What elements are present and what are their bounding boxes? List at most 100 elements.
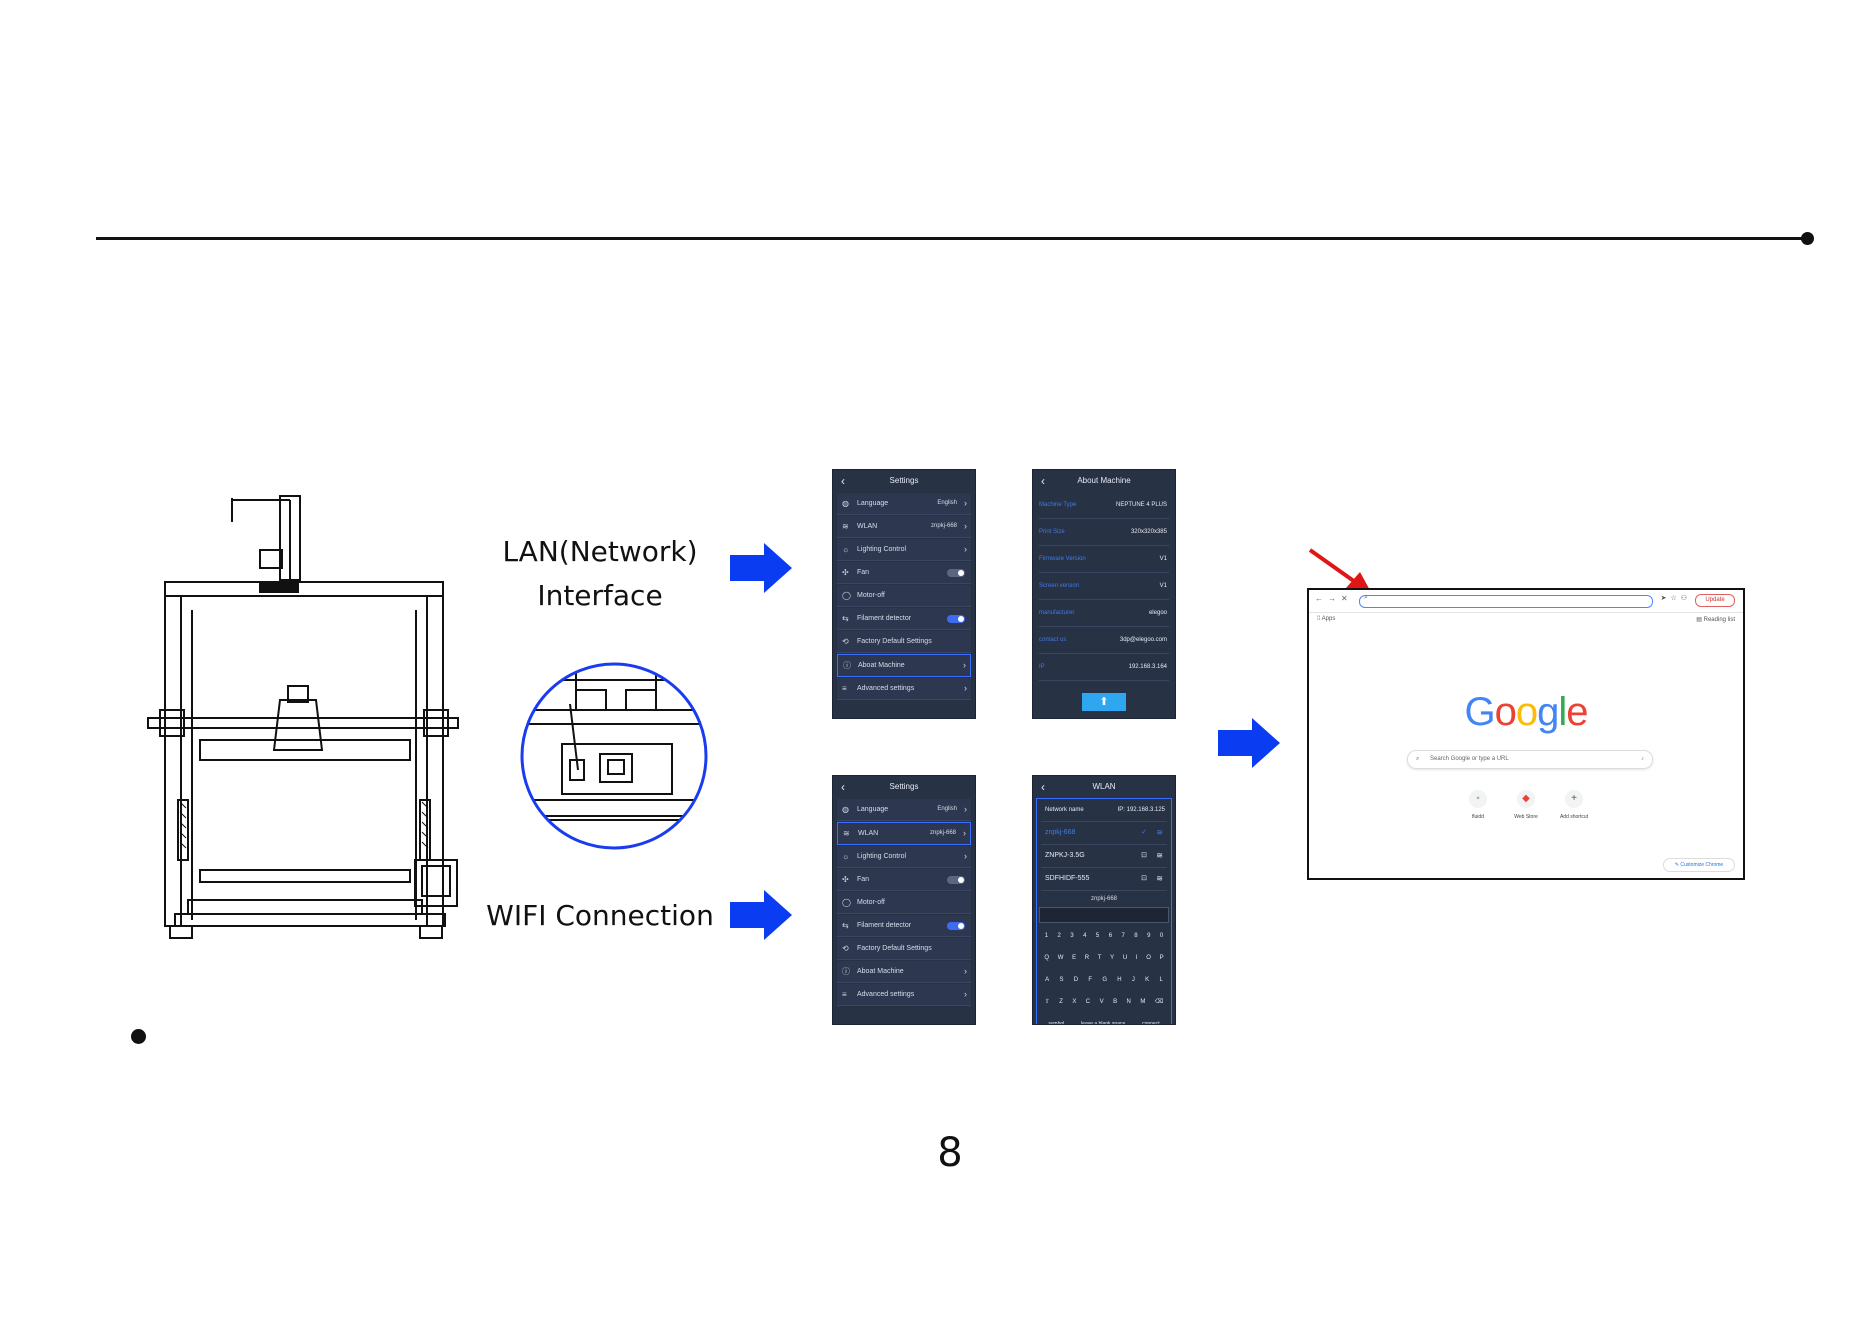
shortcut-add[interactable]: +Add shortcut — [1549, 790, 1599, 820]
chevron-right-icon: › — [963, 828, 966, 838]
setting-motor-off[interactable]: ◯Motor-off — [837, 892, 971, 914]
bulb-icon: ☼ — [842, 545, 850, 554]
lan-label-line2: Interface — [537, 579, 663, 612]
filament-toggle[interactable] — [947, 615, 965, 623]
wlan-panel: ‹ WLAN Network name IP: 192.168.3.125 zn… — [1032, 775, 1176, 1025]
back-icon[interactable]: ‹ — [841, 780, 845, 794]
wifi-icon: ≋ — [843, 829, 850, 838]
plus-icon: + — [1565, 790, 1583, 808]
fluidd-icon: ◦ — [1469, 790, 1487, 808]
setting-lighting[interactable]: ☼Lighting Control› — [837, 539, 971, 561]
wlan-network-item[interactable]: znpkj-668✓≋ — [1041, 822, 1167, 845]
fan-toggle[interactable] — [947, 569, 965, 577]
password-input[interactable] — [1039, 907, 1169, 923]
chevron-right-icon: › — [964, 851, 967, 861]
setting-factory-default[interactable]: ⟲Factory Default Settings — [837, 938, 971, 960]
setting-factory-default[interactable]: ⟲Factory Default Settings — [837, 631, 971, 653]
google-search-box[interactable]: ⌕ Search Google or type a URL ♪ — [1407, 750, 1653, 769]
setting-fan[interactable]: ✣Fan — [837, 869, 971, 891]
upload-icon: ⬆ — [1099, 696, 1109, 708]
update-button[interactable]: Update — [1695, 594, 1735, 607]
wlan-title: WLAN — [1092, 782, 1116, 791]
wlan-list-box: Network name IP: 192.168.3.125 znpkj-668… — [1036, 798, 1172, 1024]
chevron-right-icon: › — [964, 521, 967, 531]
page-number: 8 — [937, 1130, 963, 1176]
about-header: ‹ About Machine — [1033, 470, 1175, 492]
settings-header: ‹ Settings — [833, 470, 975, 492]
sliders-icon: ≡ — [842, 684, 847, 693]
setting-advanced[interactable]: ≡Advanced settings› — [837, 984, 971, 1006]
search-icon: ⌕ — [1416, 756, 1420, 762]
back-icon[interactable]: ‹ — [841, 474, 845, 488]
back-icon[interactable]: ‹ — [1041, 474, 1045, 488]
pencil-icon: ✎ — [1674, 862, 1681, 868]
info-icon: ⓘ — [843, 661, 851, 670]
nav-buttons-icon[interactable]: ←→✕ — [1315, 594, 1353, 603]
lock-icon: ⊡ — [1141, 875, 1147, 882]
globe-icon: ◍ — [842, 805, 849, 814]
lan-label-line1: LAN(Network) — [502, 535, 698, 568]
back-icon[interactable]: ‹ — [1041, 780, 1045, 794]
chevron-right-icon: › — [963, 660, 966, 670]
filament-icon: ⇆ — [842, 614, 849, 623]
lan-label: LAN(Network) Interface — [480, 530, 720, 618]
reset-icon: ⟲ — [842, 637, 849, 646]
reading-list-link[interactable]: ▤ Reading list — [1696, 617, 1735, 623]
setting-lighting[interactable]: ☼Lighting Control› — [837, 846, 971, 868]
apps-link[interactable]: ⁞⁞ Apps — [1317, 616, 1336, 622]
bullet-point — [131, 1029, 146, 1044]
wlan-network-item[interactable]: ZNPKJ-3.5G⊡≋ — [1041, 845, 1167, 868]
fan-icon: ✣ — [842, 568, 849, 577]
fan-icon: ✣ — [842, 875, 849, 884]
chevron-right-icon: › — [964, 966, 967, 976]
settings-title: Settings — [889, 476, 919, 485]
lock-icon: ⊡ — [1141, 852, 1147, 859]
lan-port-zoom — [520, 662, 708, 850]
backspace-icon[interactable]: ⌫ — [1154, 999, 1164, 1005]
info-icon: ⓘ — [842, 967, 850, 976]
bulb-icon: ☼ — [842, 852, 850, 861]
wifi-icon: ≋ — [1156, 851, 1163, 860]
upload-button[interactable]: ⬆ — [1082, 693, 1126, 711]
check-icon: ✓ — [1141, 829, 1147, 836]
setting-filament-detector[interactable]: ⇆Filament detector — [837, 608, 971, 630]
browser-toolbar: ←→✕ ⌕ ➤☆⚇ Update — [1309, 590, 1743, 613]
toolbar-icons[interactable]: ➤☆⚇ — [1660, 595, 1691, 602]
customize-chrome-button[interactable]: ✎ Customize Chrome — [1663, 858, 1735, 872]
chevron-right-icon: › — [964, 989, 967, 999]
power-icon: ◯ — [842, 591, 851, 600]
filament-toggle[interactable] — [947, 922, 965, 930]
web-store-icon: ◆ — [1517, 790, 1535, 808]
mic-icon[interactable]: ♪ — [1641, 756, 1644, 762]
fan-toggle[interactable] — [947, 876, 965, 884]
address-bar[interactable]: ⌕ — [1359, 594, 1653, 608]
setting-advanced[interactable]: ≡Advanced settings› — [837, 678, 971, 700]
settings-header: ‹ Settings — [833, 776, 975, 798]
reading-list-icon: ▤ — [1696, 617, 1704, 623]
shortcut-fluidd[interactable]: ◦fluidd — [1453, 790, 1503, 820]
settings-title: Settings — [889, 782, 919, 791]
setting-filament-detector[interactable]: ⇆Filament detector — [837, 915, 971, 937]
shift-icon[interactable]: ⇧ — [1044, 999, 1050, 1005]
setting-fan[interactable]: ✣Fan — [837, 562, 971, 584]
wifi-label: WIFI Connection — [486, 899, 714, 932]
shortcut-web-store[interactable]: ◆Web Store — [1501, 790, 1551, 820]
wlan-network-item[interactable]: SDFHIDF-555⊡≋ — [1041, 868, 1167, 891]
wifi-icon: ≋ — [842, 522, 849, 531]
setting-motor-off[interactable]: ◯Motor-off — [837, 585, 971, 607]
bookmarks-bar: ⁞⁞ Apps ▤ Reading list — [1309, 613, 1743, 627]
chevron-right-icon: › — [964, 683, 967, 693]
wlan-list-header: Network name IP: 192.168.3.125 — [1041, 799, 1167, 822]
